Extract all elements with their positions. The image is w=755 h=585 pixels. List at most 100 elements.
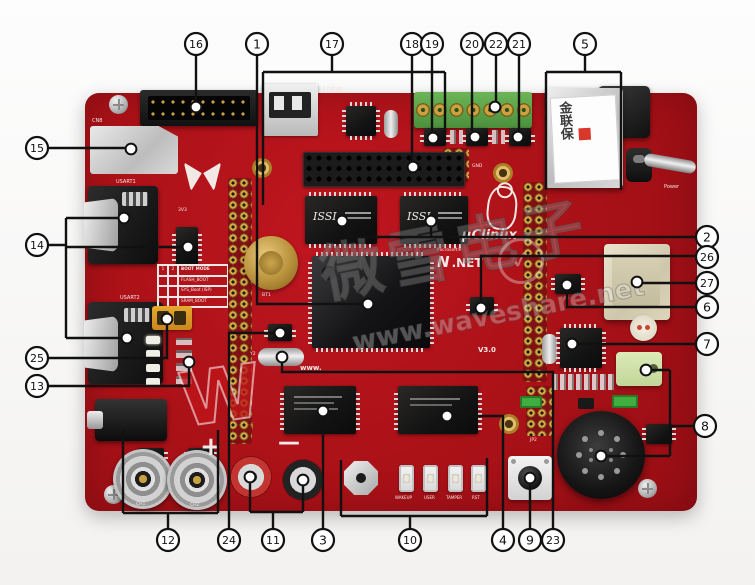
callout-15-circle: [24, 135, 50, 161]
relay: 金联保: [545, 88, 623, 188]
callout-13-number: 13: [30, 380, 44, 393]
callout-26-number: 26: [700, 251, 714, 264]
usb-controller-chip: [342, 102, 380, 140]
label-user: USER: [424, 495, 435, 500]
callout-3-number: 3: [319, 533, 327, 548]
silkscreen-minus: —: [278, 430, 300, 455]
callout-1-target-dot: [361, 297, 375, 311]
silkscreen-ch1: CH1: [136, 502, 146, 507]
callout-25-line: [47, 325, 169, 360]
callout-17-line: [261, 54, 447, 205]
callout-21-circle: [506, 31, 532, 57]
callout-25-number: 25: [30, 352, 44, 365]
callout-10-circle: [397, 527, 423, 553]
silkscreen-y2: Y2: [250, 352, 256, 357]
callout-19-number: 19: [425, 38, 439, 51]
callout-8-number: 8: [701, 419, 709, 434]
jumper-green[interactable]: [520, 396, 542, 408]
callout-2-target-dot: [424, 214, 438, 228]
boot-row-sys: SYS_Boot (ISP): [178, 286, 228, 297]
boot-row-flash: FLASH_BOOT: [178, 275, 228, 286]
callout-5-circle: [572, 31, 598, 57]
silkscreen-gnd: GND: [472, 164, 483, 169]
callout-23-number: 23: [546, 534, 560, 547]
callout-12-circle: [155, 527, 181, 553]
five-way-joystick[interactable]: [344, 461, 378, 495]
audio-codec-chip: [556, 324, 606, 372]
passives: [450, 130, 463, 144]
expansion-header-left: [228, 178, 252, 444]
callout-23-line: [280, 363, 555, 530]
silkscreen-usb-logo: USB: [322, 86, 343, 96]
callout-2-number: 2: [703, 230, 711, 245]
callout-10-number: 10: [403, 534, 417, 547]
callout-11-line: [248, 483, 305, 530]
callout-13-circle: [24, 373, 50, 399]
callout-17-number: 17: [325, 38, 339, 51]
callout-8-target-dot: [639, 363, 653, 377]
db9-usart1: [84, 186, 158, 264]
callout-7-circle: [694, 331, 720, 357]
callout-21-number: 21: [512, 38, 526, 51]
callout-14-target-dot: [181, 240, 195, 254]
issi-marking: ISSI: [407, 210, 431, 223]
nor-flash-chip: [394, 386, 482, 434]
button-wakeup[interactable]: [399, 465, 414, 492]
jumper-black[interactable]: [578, 398, 594, 409]
callout-11-circle: [260, 527, 286, 553]
callout-4-circle: [490, 527, 516, 553]
callout-12-line: [121, 430, 220, 530]
silkscreen-jp2: JP2: [530, 438, 537, 443]
dc-jack-left: [87, 399, 167, 441]
resistor-network: [552, 374, 614, 390]
callout-14-line: [47, 216, 182, 340]
callout-5-number: 5: [581, 37, 589, 52]
callout-14-circle: [24, 232, 50, 258]
callout-6-number: 6: [703, 300, 711, 315]
microsoft-text: Microsoft®: [437, 248, 462, 253]
callout-23-target-dot: [275, 350, 289, 364]
silkscreen-usart1: USART1: [116, 179, 136, 185]
audio-amp-chip: [642, 424, 676, 444]
silkscreen-version: V3.0: [478, 346, 496, 354]
usb-a-port: [262, 84, 318, 136]
callout-16-target-dot: [189, 100, 203, 114]
callout-1-circle: [244, 31, 270, 57]
callout-1-number: 1: [253, 37, 261, 52]
callout-14-target-dot: [117, 211, 131, 225]
callout-14-number: 14: [30, 239, 44, 252]
led: [146, 378, 160, 386]
callout-25-target-dot: [160, 312, 174, 326]
label-wakeup: WAKEUP: [395, 495, 412, 500]
silkscreen-tp2-3v3: 3V3: [178, 208, 187, 213]
callout-8-line: [607, 368, 695, 458]
callout-26-circle: [694, 244, 720, 270]
callout-12-number: 12: [161, 534, 175, 547]
callout-4-number: 4: [499, 533, 507, 548]
callout-18-number: 18: [405, 38, 419, 51]
jumper-green[interactable]: [612, 395, 638, 408]
callout-15-number: 15: [30, 142, 44, 155]
callout-19-circle: [419, 31, 445, 57]
screw-icon: [109, 95, 128, 114]
audio-crystal: [542, 334, 557, 364]
button-rst[interactable]: [471, 465, 486, 492]
callout-8-circle: [692, 413, 718, 439]
callout-13-line: [47, 368, 191, 388]
callout-19-target-dot: [426, 131, 440, 145]
boot-col2: 2: [168, 265, 178, 276]
callout-24-target-dot: [273, 326, 287, 340]
silkscreen-cn8: CN8: [92, 118, 103, 124]
callout-20-target-dot: [468, 130, 482, 144]
dotnet-logo: Microsoft® N .NET: [437, 248, 483, 271]
callout-4-line: [453, 414, 505, 530]
callout-22-number: 22: [489, 38, 503, 51]
button-tamper[interactable]: [448, 465, 463, 492]
callout-21-target-dot: [511, 130, 525, 144]
sensor-component: [630, 315, 657, 341]
button-user[interactable]: [423, 465, 438, 492]
led: [146, 364, 160, 372]
callout-10-line: [339, 458, 489, 530]
callout-11-number: 11: [266, 534, 280, 547]
boot-title: BOOT MODE: [178, 265, 228, 276]
